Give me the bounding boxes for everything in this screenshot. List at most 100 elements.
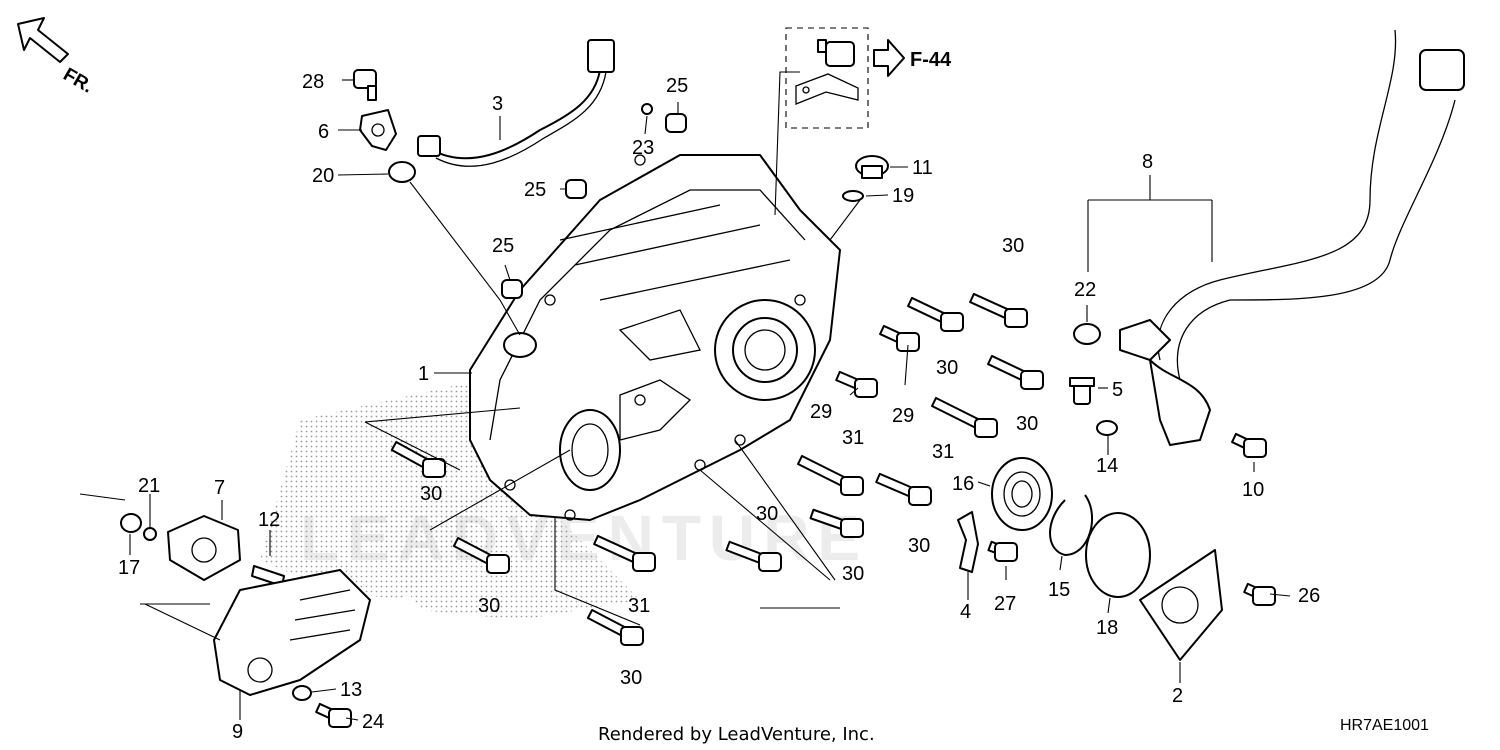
callout-10: 10: [1242, 479, 1264, 501]
callout-25c: 25: [492, 235, 514, 257]
callout-13: 13: [340, 679, 362, 701]
direction-label: FR.: [60, 64, 97, 97]
callout-18: 18: [1096, 617, 1118, 639]
bolt-31-a-icon: [930, 396, 998, 438]
washer-23-icon: [641, 103, 653, 115]
callout-2: 2: [1172, 685, 1183, 707]
callout-31c: 31: [628, 595, 650, 617]
sensor-harness-3: [417, 39, 615, 167]
bolt-26-icon: [1243, 582, 1276, 606]
callout-30c: 30: [1016, 413, 1038, 435]
bolt-30-h-icon: [875, 472, 932, 506]
callout-1: 1: [418, 363, 429, 385]
reference-box: [785, 27, 869, 129]
callout-30d: 30: [420, 483, 442, 505]
bolt-24-icon: [315, 702, 352, 728]
crankcase-cover: [469, 154, 841, 521]
callout-5: 5: [1112, 379, 1123, 401]
callout-3: 3: [492, 93, 503, 115]
callout-11: 11: [912, 157, 933, 179]
callout-8: 8: [1142, 151, 1153, 173]
callout-16: 16: [952, 473, 974, 495]
bolt-30-f-icon: [725, 540, 782, 572]
bolt-30-d-icon: [390, 441, 446, 478]
callout-30i: 30: [620, 667, 642, 689]
callout-14: 14: [1096, 455, 1118, 477]
callout-29b: 29: [892, 405, 914, 427]
callout-23: 23: [632, 137, 654, 159]
callout-26: 26: [1298, 585, 1320, 607]
sensor-6-icon: [359, 109, 397, 151]
bolt-27-icon: [987, 540, 1018, 562]
bracket-4-icon: [957, 511, 979, 573]
callout-29a: 29: [810, 401, 832, 423]
guard-9-icon: [213, 569, 371, 696]
sensor-5-icon: [1069, 377, 1095, 405]
credit-text: Rendered by LeadVenture, Inc.: [598, 724, 875, 745]
dowel-pin-25a-icon: [665, 113, 687, 133]
o-ring-20-icon: [388, 161, 416, 183]
bolt-29-b-icon: [879, 324, 920, 352]
washer-21-icon: [143, 527, 157, 541]
callout-labels: 1 2 3 4 5 6 7 8 9 10 11 12 13 14 15 16 1…: [118, 71, 1320, 743]
callout-20: 20: [312, 165, 334, 187]
callout-30h: 30: [908, 535, 930, 557]
dowel-pin-25b-icon: [565, 179, 587, 199]
callout-12: 12: [258, 509, 280, 531]
callout-9: 9: [232, 721, 243, 743]
bolt-30-b-icon: [907, 296, 964, 332]
callout-21: 21: [138, 475, 160, 497]
washer-17-icon: [120, 513, 142, 533]
speed-sensor-7-icon: [167, 515, 241, 581]
leader-lines: [79, 71, 1291, 721]
reference-label: F-44: [910, 49, 952, 71]
bolt-31-c-icon: [593, 534, 656, 572]
callout-30f: 30: [756, 503, 778, 525]
bolt-30-e-icon: [452, 537, 510, 574]
callout-30a: 30: [1002, 235, 1024, 257]
callout-7: 7: [214, 477, 225, 499]
callout-30e: 30: [478, 595, 500, 617]
reference-arrow-icon: [873, 39, 905, 77]
cover-plate-2-icon: [1139, 549, 1223, 661]
callout-27: 27: [994, 593, 1016, 615]
bearing-16-icon: [991, 457, 1053, 531]
callout-4: 4: [960, 601, 971, 623]
bolt-30-g-icon: [809, 508, 864, 538]
bolt-10-icon: [1231, 432, 1267, 458]
front-direction-arrow-icon: [17, 17, 69, 63]
callout-30g: 30: [842, 563, 864, 585]
callout-19: 19: [892, 185, 914, 207]
wire-harness-8: [1119, 29, 1465, 446]
callout-31a: 31: [842, 427, 864, 449]
bolt-30-c-icon: [987, 354, 1044, 390]
bolt-31-b-icon: [796, 454, 864, 496]
callout-31b: 31: [932, 441, 954, 463]
dowel-pin-25c-icon: [501, 279, 523, 299]
bolt-29-a-icon: [835, 370, 878, 398]
callout-24: 24: [362, 711, 384, 733]
callout-6: 6: [318, 121, 329, 143]
o-ring-18-icon: [1085, 512, 1151, 598]
callout-30b: 30: [936, 357, 958, 379]
washer-13-icon: [292, 685, 312, 701]
callout-25b: 25: [524, 179, 546, 201]
o-ring-22-icon: [1073, 323, 1101, 345]
bolts-group: [315, 292, 1276, 728]
washer-19-icon: [842, 190, 864, 202]
bolt-28-icon: [353, 69, 377, 101]
callout-15: 15: [1048, 579, 1070, 601]
bolt-30-i-icon: [586, 609, 644, 646]
callout-17: 17: [118, 557, 140, 579]
callout-28: 28: [302, 71, 324, 93]
snap-ring-15-icon: [1049, 494, 1094, 556]
washer-14-icon: [1096, 420, 1118, 436]
reference-bolt-icon: [795, 39, 859, 105]
diagram-code: HR7AE1001: [1340, 717, 1429, 734]
shadow-region-lower: [360, 480, 640, 620]
drain-plug-11-icon: [855, 155, 889, 179]
callout-25a: 25: [666, 75, 688, 97]
callout-22: 22: [1074, 279, 1096, 301]
bolt-30-a-icon: [969, 292, 1028, 328]
